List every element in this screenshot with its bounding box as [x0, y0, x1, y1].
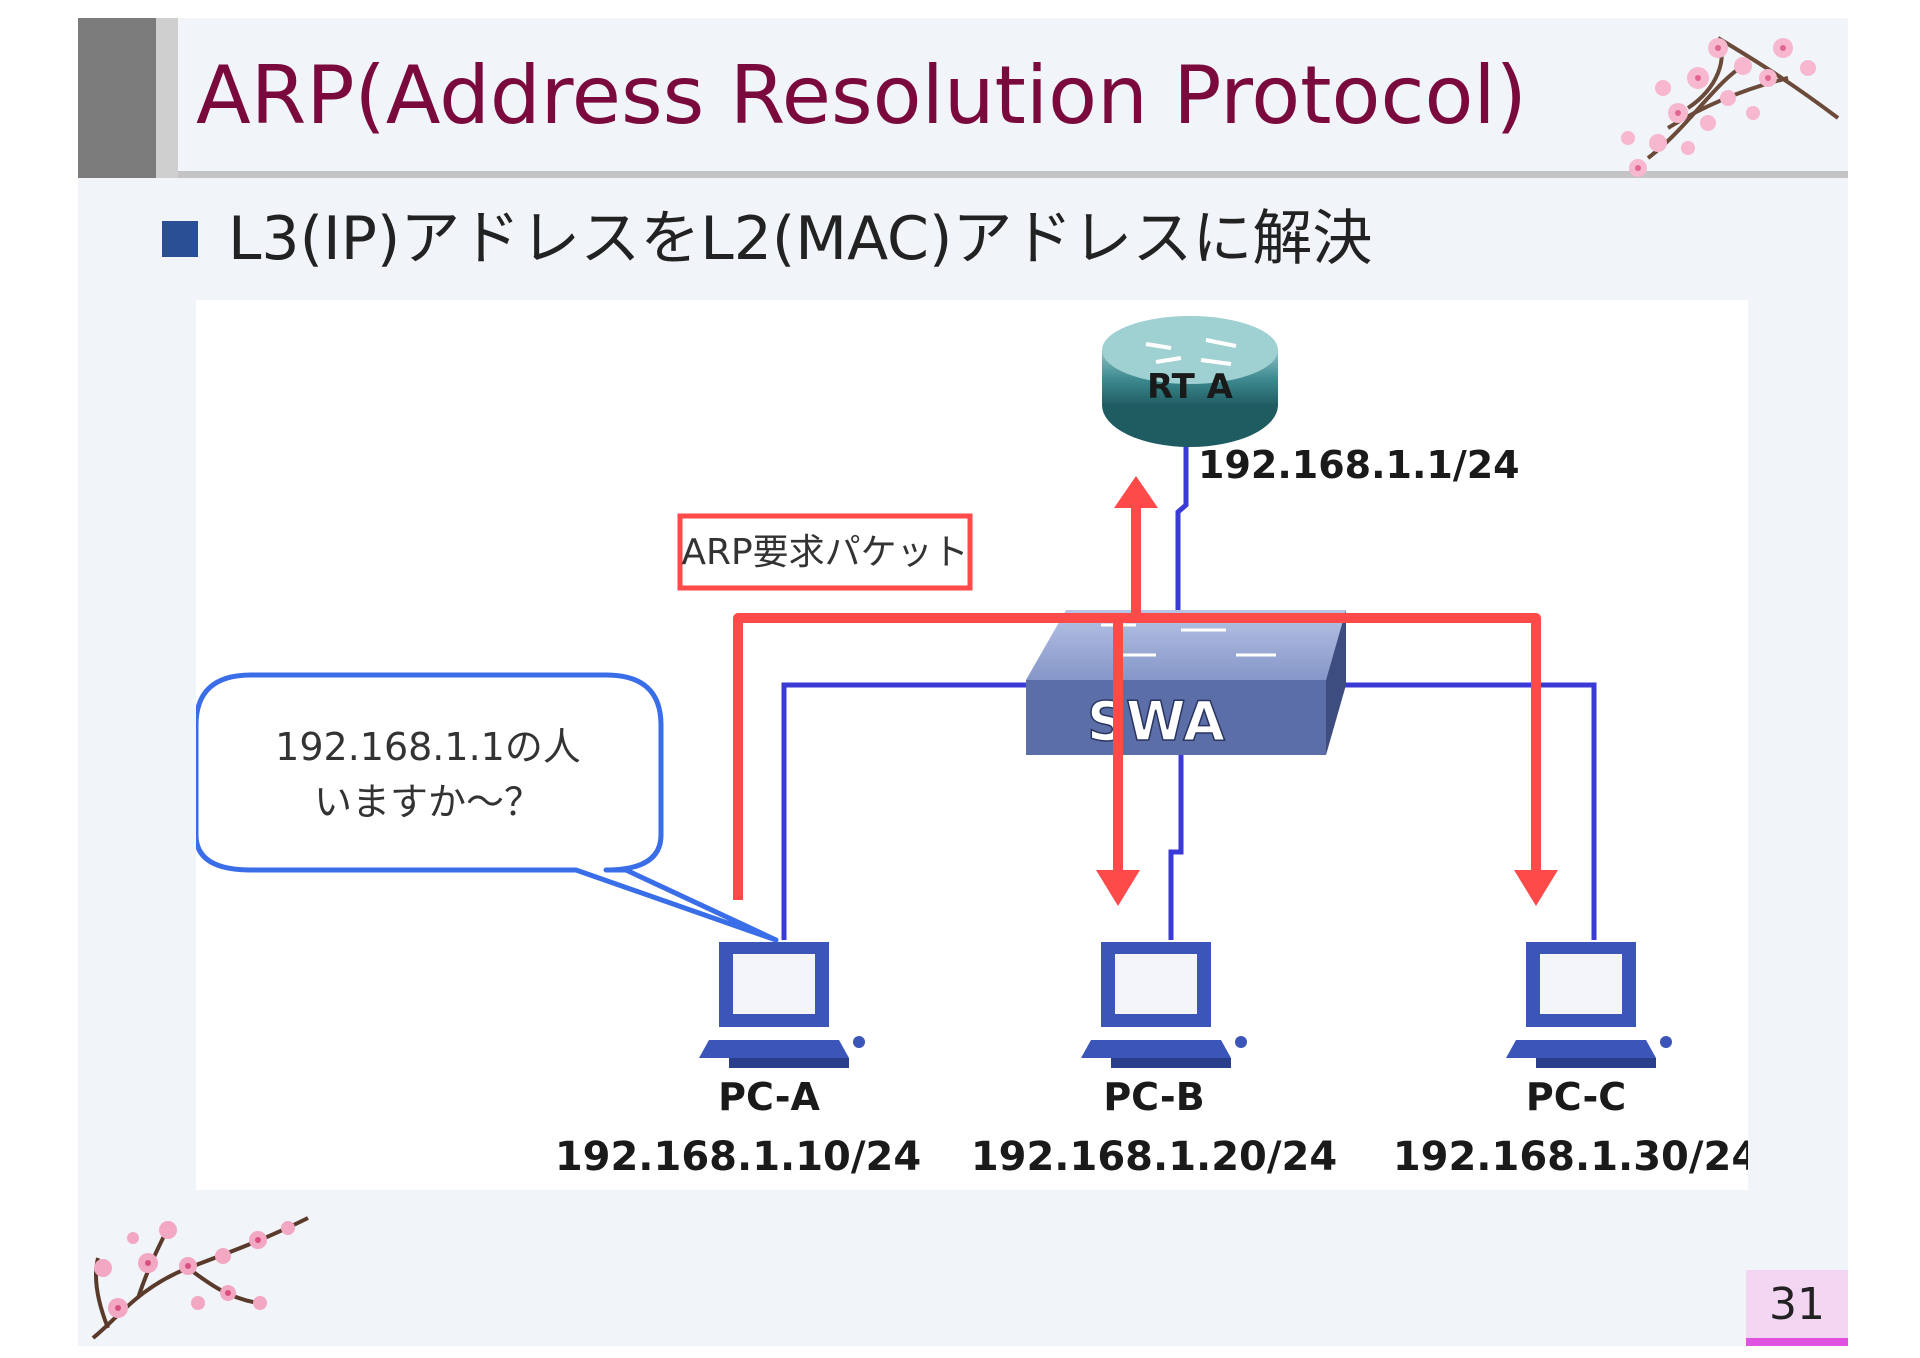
pc-c-icon — [1506, 942, 1672, 1068]
link-switch-pc-c — [1326, 682, 1597, 940]
pc-a-ip: 192.168.1.10/24 — [555, 1134, 921, 1180]
link-switch-pc-a — [781, 682, 1026, 940]
switch-icon — [1026, 610, 1346, 755]
network-diagram: RT A 192.168.1.1/24 SWA — [196, 300, 1748, 1190]
plum-blossom-branch-icon — [91, 1216, 309, 1340]
network-links — [781, 445, 1597, 940]
title-accent-bar — [78, 18, 156, 178]
packet-label-box — [677, 513, 973, 591]
link-switch-pc-b — [1168, 755, 1184, 940]
bullet-item: L3(IP)アドレスをL2(MAC)アドレスに解決 — [162, 204, 1372, 274]
title-underline — [178, 171, 1848, 178]
pc-c-ip: 192.168.1.30/24 — [1393, 1134, 1748, 1180]
speech-bubble-line2: いますか～？ — [314, 780, 542, 824]
page-number: 31 — [1746, 1270, 1848, 1346]
speech-bubble — [196, 672, 779, 943]
arp-request-flow — [733, 505, 1541, 900]
arp-arrowheads — [1096, 476, 1558, 906]
cherry-blossom-branch-icon — [1621, 36, 1840, 177]
pc-b-icon — [1081, 942, 1247, 1068]
arrow-down-pc-b-icon — [1096, 870, 1140, 906]
bullet-square-icon — [162, 221, 198, 257]
pc-c-label: PC-C — [1526, 1075, 1626, 1119]
arrow-up-router-icon — [1114, 476, 1158, 508]
slide: ARP(Address Resolution Protocol) L3(IP)ア… — [78, 18, 1848, 1346]
pc-b-label: PC-B — [1103, 1075, 1204, 1119]
packet-label: ARP要求パケット — [681, 532, 968, 573]
router-label: RT A — [1147, 367, 1234, 407]
router-ip: 192.168.1.1/24 — [1198, 443, 1520, 487]
pc-b-ip: 192.168.1.20/24 — [971, 1134, 1337, 1180]
pc-a-label: PC-A — [718, 1075, 820, 1119]
arrow-down-pc-c-icon — [1514, 870, 1558, 906]
title-accent-bar-light — [156, 18, 178, 178]
switch-label: SWA — [1087, 690, 1225, 753]
slide-title: ARP(Address Resolution Protocol) — [196, 49, 1527, 142]
speech-bubble-line1: 192.168.1.1の人 — [275, 725, 581, 769]
bullet-text: L3(IP)アドレスをL2(MAC)アドレスに解決 — [228, 204, 1373, 274]
pc-a-icon — [699, 942, 865, 1068]
router-icon — [1102, 316, 1278, 447]
link-router-switch — [1175, 445, 1189, 680]
